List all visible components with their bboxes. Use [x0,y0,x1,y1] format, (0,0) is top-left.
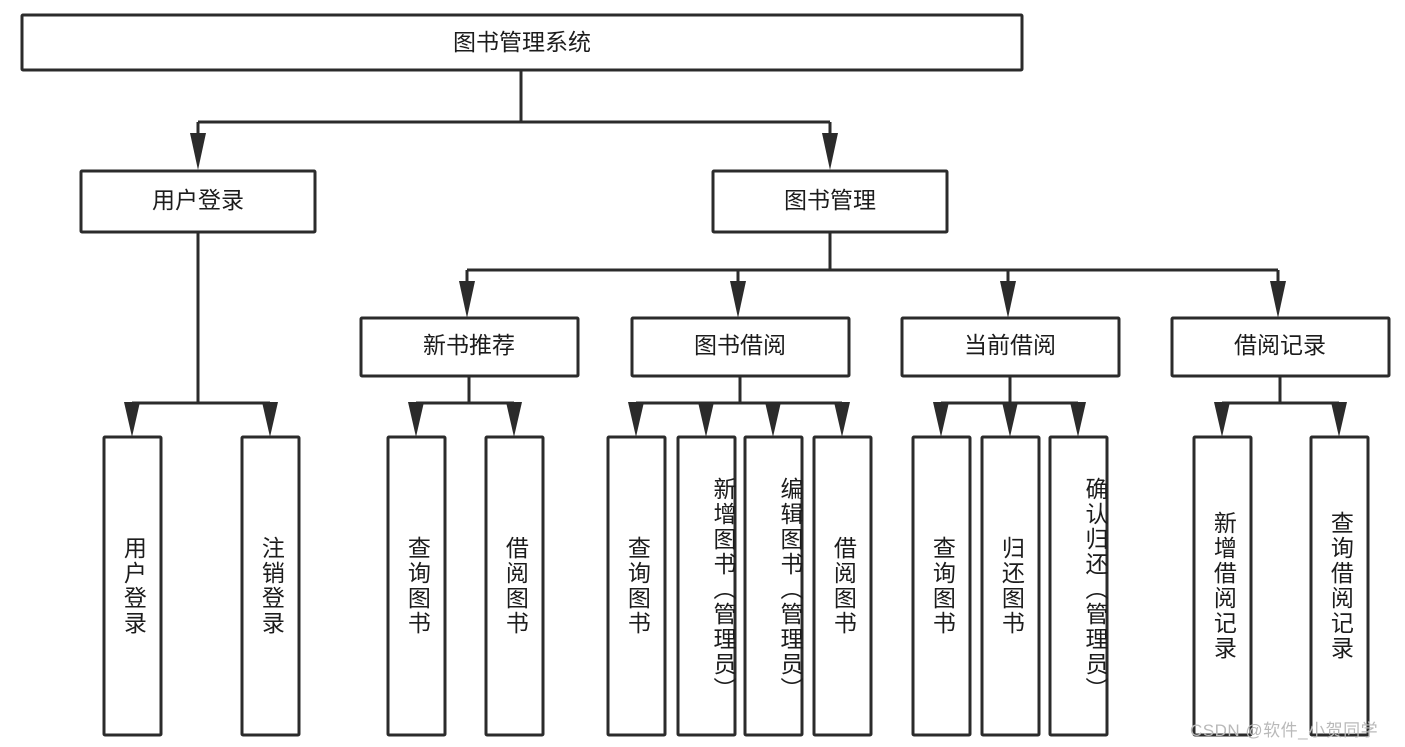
connector-group-book-mgmt [459,232,1286,318]
node-book-management[interactable] [711,169,949,234]
arrow-head-book-mgmt [822,133,838,170]
node-leaf-book-borrow-add[interactable] [676,435,737,737]
arrow-head-book-borrow-2 [698,402,714,437]
arrow-head-new-book [459,281,475,318]
csdn-watermark: CSDN @软件_小贺同学 [1190,721,1379,740]
arrow-head-current-borrow-2 [1002,402,1018,437]
node-user-login-label: 用户登录 [152,187,244,213]
arrow-head-book-borrow-4 [834,402,850,437]
node-leaf-new-book-borrow[interactable] [484,435,545,737]
node-new-book-recommend-label: 新书推荐 [423,332,515,358]
node-leaf-current-borrow-query[interactable] [911,435,972,737]
arrow-head-current-borrow-3 [1070,402,1086,437]
arrow-head-book-borrow [730,281,746,318]
node-borrow-record[interactable] [1170,316,1391,378]
node-borrow-record-label: 借阅记录 [1234,332,1326,358]
node-book-borrow-label: 图书借阅 [694,332,786,358]
arrow-head-book-borrow-3 [765,402,781,437]
node-leaf-user-login-login[interactable] [102,435,163,737]
arrow-head-user-login-1 [124,402,140,437]
arrow-head-user-login [190,133,206,170]
node-book-borrow[interactable] [630,316,851,378]
node-leaf-current-borrow-return[interactable] [980,435,1041,737]
node-leaf-borrow-record-query[interactable] [1309,435,1370,737]
node-leaf-user-login-logout[interactable] [240,435,301,737]
connector-group-book-borrow [628,376,850,437]
node-leaf-book-borrow-edit[interactable] [743,435,804,737]
node-root-book-management-system[interactable] [20,13,1024,72]
node-leaf-new-book-query[interactable] [386,435,447,737]
node-current-borrow[interactable] [900,316,1121,378]
connector-group-current-borrow [933,376,1086,437]
arrow-head-book-borrow-1 [628,402,644,437]
connector-group-new-book [408,376,522,437]
arrow-head-current-borrow-1 [933,402,949,437]
arrow-head-user-login-2 [262,402,278,437]
connector-group-root [190,70,838,170]
node-leaf-book-borrow-query[interactable] [606,435,667,737]
node-leaf-borrow-record-add[interactable] [1192,435,1253,737]
arrow-head-borrow-record-1 [1214,402,1230,437]
arrow-head-borrow-record-2 [1331,402,1347,437]
node-leaf-current-borrow-confirm[interactable] [1048,435,1109,737]
arrow-head-new-book-2 [506,402,522,437]
connector-group-borrow-record [1214,376,1347,437]
arrow-head-new-book-1 [408,402,424,437]
arrow-head-borrow-record [1270,281,1286,318]
node-user-login[interactable] [79,169,317,234]
node-root-label: 图书管理系统 [453,29,591,55]
node-current-borrow-label: 当前借阅 [964,332,1056,358]
node-book-management-label: 图书管理 [784,187,876,213]
arrow-head-current-borrow [1000,281,1016,318]
node-new-book-recommend[interactable] [359,316,580,378]
node-leaf-book-borrow-borrow[interactable] [812,435,873,737]
connector-group-user-login [124,232,278,437]
